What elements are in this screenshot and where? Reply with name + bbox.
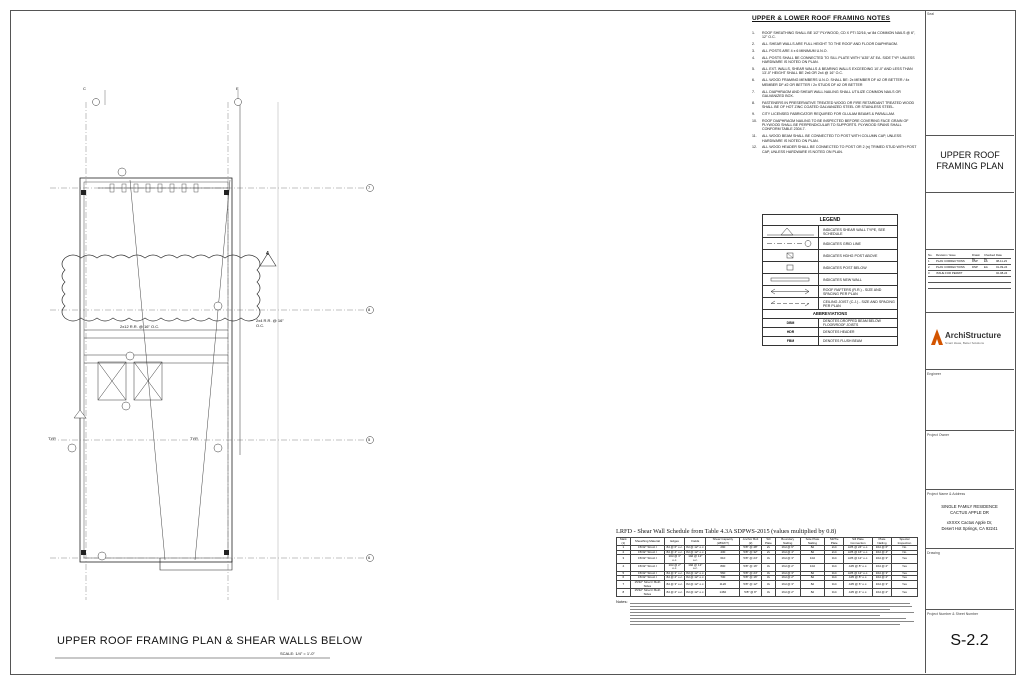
legend-row: INDICATES POST BELOW [763,261,897,273]
plan-scale: SCALE: 1/4" = 1'-0" [280,651,315,656]
grid-label-c: C [83,86,86,91]
note-item: 5.ALL EXT. WALLS, SHEAR WALLS & BEARING … [752,67,913,76]
shear-wall-schedule: LRFD - Shear Wall Schedule from Table 4.… [616,528,919,627]
abbreviations-title: ABBREVIATIONS [763,309,897,318]
note-item: 4.ALL POSTS SHALL BE CONNECTED TO SILL P… [752,55,915,65]
framing-notes-list: 1.ROOF SHEATHING SHALL BE 1/2" PLYWOOD, … [752,31,920,154]
note-item: 3.ALL POSTS ARE 4 x 6 MINIMUM U.N.O. [752,49,828,54]
project-address-1: xXXXX Cactus Apple Dr, [946,520,993,525]
wall-type-tag [259,252,277,267]
framing-plan-drawing [50,90,374,659]
schedule-title: LRFD - Shear Wall Schedule from Table 4.… [616,528,837,535]
engineer-cell: Engineer [925,370,1014,431]
shear-wall-symbol-icon [763,226,819,237]
typ-callout-left: TYP. [48,436,57,441]
project-street-name: CACTUS APPLE DR [950,509,989,515]
legend-row: INDICATES GRID LINE [763,237,897,249]
ceiling-joist-symbol-icon [763,298,819,309]
grid-label-8: 8 [368,307,371,312]
roof-rafter-symbol-icon [763,286,819,297]
note-item: 6.ALL WOOD FRAMING MEMBERS U.N.O. SHALL … [752,78,910,87]
logo-text: ArchiStructure [945,331,1002,340]
grid-label-e: E [236,86,239,91]
blank-cell [925,193,1014,250]
legend-row: INDICATES HDHG POST ABOVE [763,249,897,261]
sheet-number-cell: Project Number & Sheet Number S-2.2 [925,610,1014,672]
note-item: 7.ALL DIAPHRAGM AND SHEAR WALL NAILING S… [752,89,901,98]
grid-bubble-7 [366,184,374,192]
logo-cell: ArchiStructure Smart Ideas, Better Solut… [925,313,1014,370]
legend-row: CEILING JOIST (C.J.) - SIZE AND SPACING … [763,297,897,309]
project-info: SINGLE FAMILY RESIDENCE CACTUS APPLE DR … [927,504,1012,531]
note-item: 12.ALL WOOD HEADER SHALL BE CONNECTED TO… [752,145,917,154]
drawing-cell: Drawing [925,549,1014,610]
note-item: 10.ROOF DIAPHRAGM NAILING TO BE INSPECTE… [752,118,909,132]
legend-box: LEGEND INDICATES SHEAR WALL TYPE, SEE SC… [762,214,898,346]
grid-bubble-6 [366,554,374,562]
joist-callout-2: 2x4 R.R. @ 16" O.C. [256,318,284,328]
post-above-symbol-icon [763,250,819,261]
legend-title: LEGEND [819,217,841,223]
grid-bubble-c [92,98,100,106]
archistructure-logo-icon [931,329,943,345]
new-wall-symbol-icon [763,274,819,285]
note-item: 11.ALL WOOD BEAM SHALL BE CONNECTED TO P… [752,134,902,143]
grid-label-7: 7 [368,185,371,190]
titleblock-divider [925,10,926,673]
revisions-cell: No. Revision / Issue Drawn By Checked By… [925,250,1014,313]
grid-bubble-5 [366,436,374,444]
grid-label-5: 5 [368,437,371,442]
ridge-line [129,179,166,561]
seal-cell: Seal [925,10,1014,136]
legend-row: INDICATES SHEAR WALL TYPE, SEE SCHEDULE [763,225,897,237]
project-cell: Project Name & Address SINGLE FAMILY RES… [925,490,1014,549]
typ-callout-right: TYP. [190,436,199,441]
project-address-2: Desert Hot Springs, CA 92241 [941,525,998,531]
sheet-number: S-2.2 [950,632,989,649]
revisions-header: No. Revision / Issue Drawn By Checked By… [928,253,1011,261]
revision-cloud [61,254,261,322]
legend-row: ROOF RAFTERS (R.R.) - SIZE AND SPACING P… [763,285,897,297]
project-name: SINGLE FAMILY RESIDENCE [941,504,998,509]
legend-row: INDICATES NEW WALL [763,273,897,285]
sheet-name-cell: UPPER ROOF FRAMING PLAN [925,136,1014,193]
note-item: 8.FASTENERS IN PRESERVATIVE TREATED WOOD… [752,100,915,110]
schedule-notes-label: Notes: [616,599,628,605]
wall-type-tag-number: 4 [266,251,269,257]
grid-label-6: 6 [368,555,371,560]
building-outline [79,177,233,563]
note-item: 2.ALL SHEAR WALLS ARE FULL HEIGHT TO THE… [752,42,898,47]
revisions-table: No. Revision / Issue Drawn By Checked By… [928,253,1011,289]
schedule-notes-lines [630,603,918,626]
plan-title: UPPER ROOF FRAMING PLAN & SHEAR WALLS BE… [57,635,363,647]
note-item: 1.ROOF SHEATHING SHALL BE 1/2" PLYWOOD, … [752,31,916,40]
framing-notes-title: UPPER & LOWER ROOF FRAMING NOTES [752,15,891,22]
owner-cell: Project Owner [925,431,1014,490]
post-below-symbol-icon [763,262,819,273]
note-item: 9.CITY LICENSED FABRICATOR REQUIRED FOR … [752,111,895,116]
grid-line-symbol-icon [763,238,819,249]
sheet-border [10,10,1016,675]
grid-bubble-e [234,98,242,106]
logo-subtitle: Smart Ideas, Better Solutions [945,341,985,345]
sheet-name: UPPER ROOF FRAMING PLAN [936,150,1004,171]
joist-callout-1: 2x12 R.R. @ 16" O.C. [120,324,160,329]
grid-bubble-8 [366,306,374,314]
framing-notes: UPPER & LOWER ROOF FRAMING NOTES 1.ROOF … [752,15,920,157]
